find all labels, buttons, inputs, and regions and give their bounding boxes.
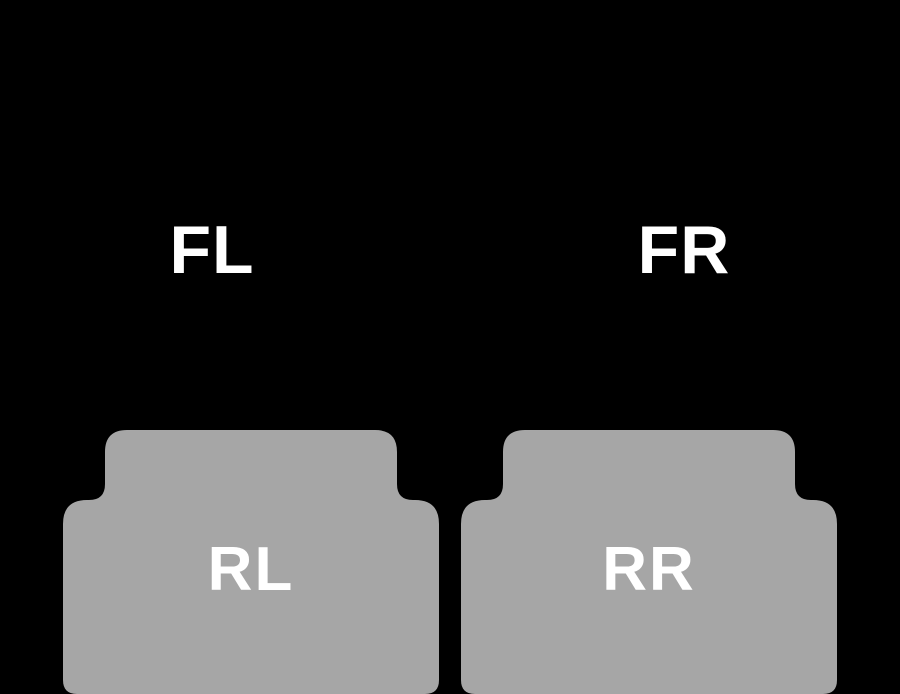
rear-right-label: RR <box>602 535 696 604</box>
front-right-label: FR <box>637 212 731 288</box>
rear-right-mat-path <box>461 430 837 694</box>
rear-left-mat: RL <box>63 430 439 694</box>
rear-left-mat-shape-icon <box>63 430 439 694</box>
rear-right-mat-shape-icon <box>461 430 837 694</box>
rear-left-mat-path <box>63 430 439 694</box>
rear-left-label: RL <box>207 535 295 604</box>
rear-right-mat: RR <box>461 430 837 694</box>
front-left-label: FL <box>169 212 255 288</box>
